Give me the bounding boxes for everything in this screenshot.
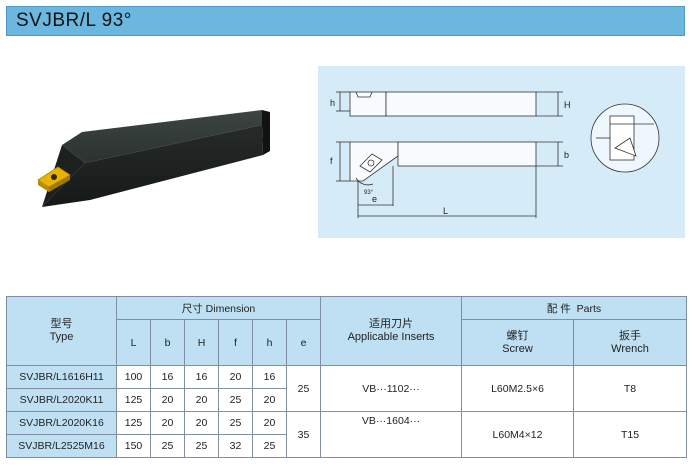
type-cell: SVJBR/L2525M16 xyxy=(6,434,117,458)
table-row: SVJBR/L2020K16 125 20 20 25 20 35 VB···1… xyxy=(6,411,687,458)
parts-header: 配 件 Parts xyxy=(461,296,687,320)
cell-e: 35 xyxy=(286,411,321,458)
shank-top-face xyxy=(62,110,262,163)
col-h-header: h xyxy=(252,319,287,366)
angle-label: 93° xyxy=(364,190,374,196)
cell-wrench: T8 xyxy=(573,365,687,412)
cell-h: 20 xyxy=(252,411,287,435)
table-row: SVJBR/L2020K11 125 20 20 25 20 xyxy=(6,388,687,412)
cell-h: 20 xyxy=(252,388,287,412)
cell-H: 25 xyxy=(184,434,219,458)
col-H-header: H xyxy=(184,319,219,366)
cell-b: 20 xyxy=(150,411,185,435)
cell-L: 100 xyxy=(116,365,151,389)
cell-screw: L60M2.5×6 xyxy=(461,365,574,412)
dimension-header: 尺寸 Dimension xyxy=(116,296,321,320)
type-cell: SVJBR/L1616H11 xyxy=(6,365,117,389)
dim-b-label: b xyxy=(564,150,569,160)
cell-H: 20 xyxy=(184,411,219,435)
table-row: SVJBR/L2525M16 150 25 25 32 25 xyxy=(6,434,687,458)
dim-L-label: L xyxy=(443,206,448,216)
col-e-header: e xyxy=(286,319,321,366)
shank-side-face xyxy=(42,125,263,207)
dim-e-label: e xyxy=(372,194,377,204)
page-title: SVJBR/L 93° xyxy=(16,10,132,31)
cell-h: 25 xyxy=(252,434,287,458)
cell-H: 16 xyxy=(184,365,219,389)
side-view-shank xyxy=(385,91,537,117)
cell-insert: VB···1604··· xyxy=(320,411,462,458)
table-row: SVJBR/L1616H11 100 16 16 20 16 25 VB···1… xyxy=(6,365,687,412)
cell-L: 125 xyxy=(116,388,151,412)
cell-b: 20 xyxy=(150,388,185,412)
col-f-header: f xyxy=(218,319,253,366)
dim-f-label: f xyxy=(330,156,333,166)
cell-e: 25 xyxy=(286,365,321,412)
technical-drawing: h H f b e L 93° xyxy=(318,66,685,238)
cell-h: 16 xyxy=(252,365,287,389)
cell-b: 16 xyxy=(150,365,185,389)
cell-f: 20 xyxy=(218,365,253,389)
cell-f: 25 xyxy=(218,388,253,412)
title-bar: SVJBR/L 93° xyxy=(6,6,685,36)
col-b-header: b xyxy=(150,319,185,366)
insert-icon xyxy=(37,166,71,192)
cell-f: 25 xyxy=(218,411,253,435)
top-view-shank xyxy=(397,141,537,167)
tool-holder-photo xyxy=(37,110,270,207)
dim-h-label: h xyxy=(330,98,335,108)
shank-end xyxy=(262,110,270,155)
cell-L: 125 xyxy=(116,411,151,435)
cell-b: 25 xyxy=(150,434,185,458)
col-L-header: L xyxy=(116,319,151,366)
cell-insert: VB···1102··· xyxy=(320,365,462,412)
dim-H-label: H xyxy=(564,100,571,110)
type-cell: SVJBR/L2020K11 xyxy=(6,388,117,412)
cell-L: 150 xyxy=(116,434,151,458)
type-cell: SVJBR/L2020K16 xyxy=(6,411,117,435)
cell-H: 20 xyxy=(184,388,219,412)
side-view-head xyxy=(349,91,387,117)
cell-wrench: T15 xyxy=(573,411,687,458)
cell-screw: L60M4×12 xyxy=(461,411,574,458)
cell-f: 32 xyxy=(218,434,253,458)
